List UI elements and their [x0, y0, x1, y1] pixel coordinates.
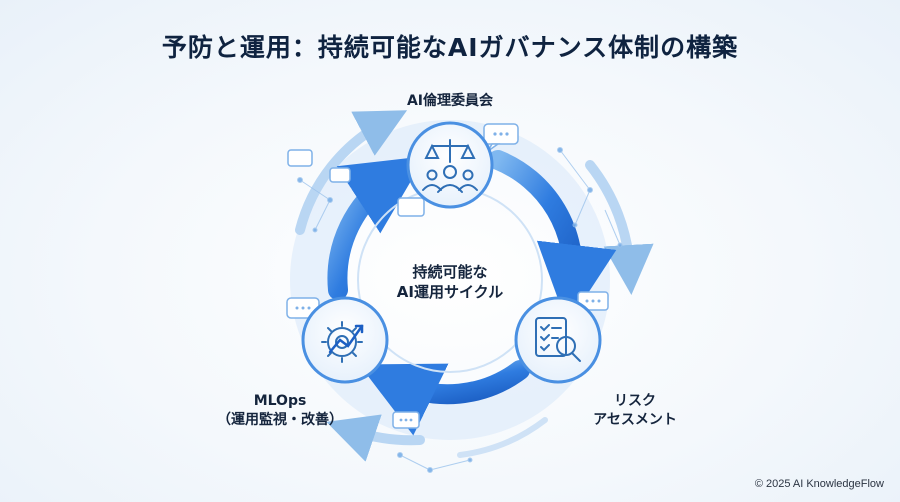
- page-title: 予防と運用：持続可能なAIガバナンス体制の構築: [161, 33, 739, 62]
- cycle-arrow-bottom: [359, 360, 530, 436]
- node-label-mlops: MLOps （運用監視・改善）: [200, 392, 360, 430]
- center-label: 持続可能な AI運用サイクル: [350, 262, 550, 303]
- chat-bubble-icon: [286, 123, 609, 429]
- outer-arc-bottom-left: [326, 414, 425, 462]
- outer-arc-bottom: [457, 417, 548, 458]
- node-risk-assessment: [514, 296, 602, 384]
- center-label-line1: 持続可能な: [412, 263, 488, 281]
- cycle-arrow-top-right: [488, 150, 617, 325]
- ethics-committee-icon: [422, 139, 478, 193]
- node-mlops: [301, 296, 389, 384]
- outer-arc-right: [585, 160, 654, 295]
- node-label-risk-assessment: リスク アセスメント: [570, 392, 700, 430]
- cycle-arrow-left: [327, 156, 426, 300]
- center-label-line2: AI運用サイクル: [396, 283, 504, 302]
- node-label-mlops-line1: MLOps: [253, 393, 307, 409]
- copyright-text: © 2025 AI KnowledgeFlow: [754, 478, 884, 490]
- mlops-gear-icon: [321, 321, 364, 363]
- node-label-mlops-line2: （運用監視・改善）: [217, 411, 343, 428]
- node-label-risk-line1: リスク: [614, 393, 656, 409]
- outer-arc-top-left: [295, 110, 408, 235]
- network-decoration: [297, 147, 623, 473]
- risk-assessment-icon: [535, 317, 581, 362]
- node-label-ethics-committee: AI倫理委員会: [406, 93, 494, 109]
- node-label-risk-line2: アセスメント: [593, 411, 677, 428]
- node-ethics-committee: [406, 121, 494, 209]
